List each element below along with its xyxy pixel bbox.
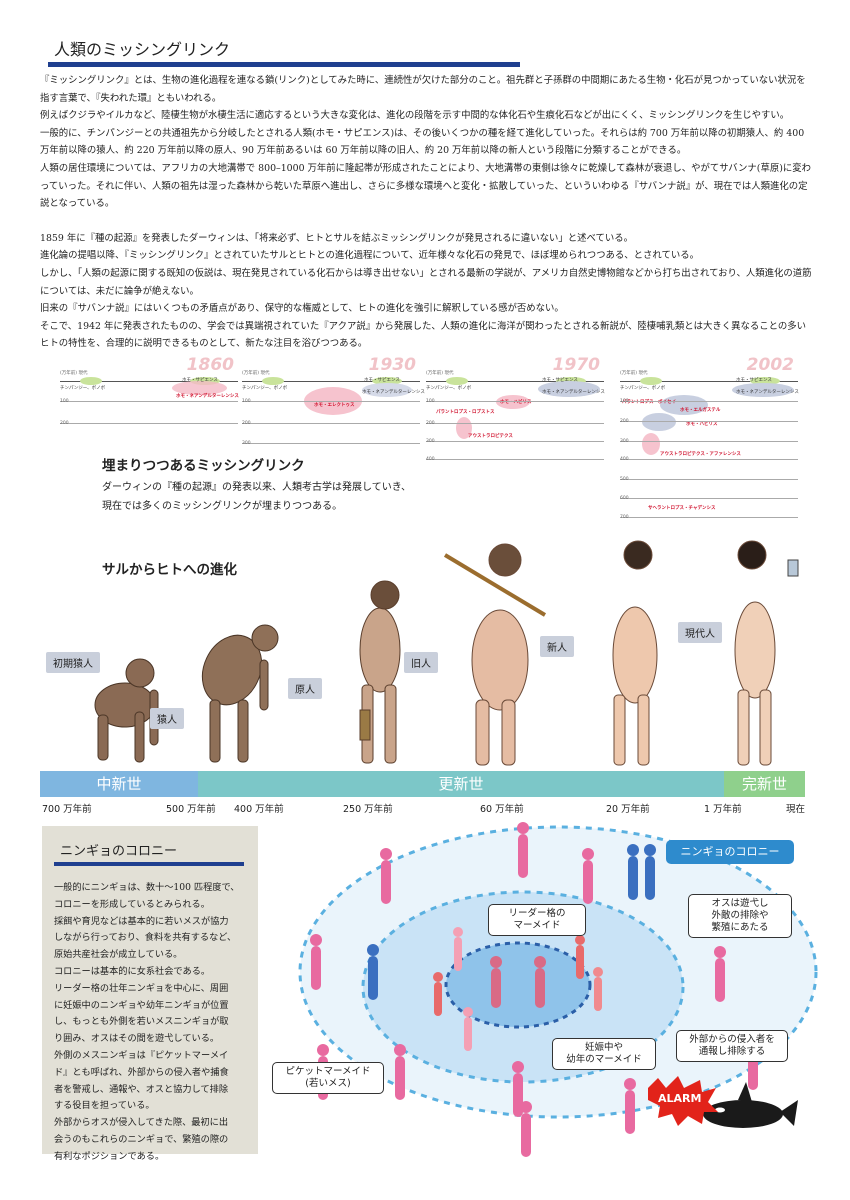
intro-paragraph: 旧来の『サバンナ説』にはいくつもの矛盾点があり、保守的な権威として、ヒトの進化を… bbox=[40, 303, 564, 315]
timeline-label: チンパンジー、ボノボ bbox=[242, 386, 288, 391]
timeline-label: ホモ・ネアンデルターレンシス bbox=[542, 390, 605, 395]
epoch-bar: 中新世 更新世 完新世 bbox=[40, 771, 805, 797]
epoch-pleistocene: 更新世 bbox=[198, 771, 724, 797]
early-ape-figure bbox=[94, 658, 159, 763]
timeline-scale: (万年前) 現代 bbox=[60, 371, 88, 376]
early-homo-sapiens-figure bbox=[612, 540, 658, 766]
section-header: 人類のミッシングリンク bbox=[48, 40, 520, 67]
timeline-label: チンパンジー、ボノボ bbox=[426, 386, 472, 391]
epoch-holocene: 完新世 bbox=[724, 771, 805, 797]
intro-paragraph: 『ミッシングリンク』とは、生物の進化過程を連なる鎖(リンク)としてみた時に、連続… bbox=[40, 75, 806, 104]
timeline-label: ホモ・エルガステル bbox=[680, 408, 721, 413]
stage-label-homo-erectus: 原人 bbox=[288, 678, 322, 699]
timeline-label: パラントロプス・ロブストス bbox=[436, 410, 495, 415]
timeline-1860: 1860 (万年前) 現代 チンパンジー、ボノボ ホモ・サピエンス ホモ・ネアン… bbox=[60, 355, 239, 426]
modern-human-figure bbox=[734, 540, 799, 766]
timeline-label: サヘラントロプス・チャデンシス bbox=[648, 506, 716, 511]
timeline-2002: 2002 (万年前) 現代 チンパンジー、ボノボ ホモ・サピエンス ホモ・ネアン… bbox=[620, 355, 799, 520]
timeline-year: 1860 bbox=[186, 355, 234, 375]
timeline-scale: (万年前) 現代 bbox=[426, 371, 454, 376]
timeline-year: 1970 bbox=[552, 355, 600, 375]
buried-title: 埋まりつつあるミッシングリンク bbox=[102, 458, 305, 474]
timeline-year: 2002 bbox=[746, 355, 794, 375]
note-male: オスは遊弋し 外敵の排除や 繁殖にあたる bbox=[688, 894, 792, 938]
colony-text: 一般的にニンギョは、数十〜100 匹程度で、 コロニーを形成しているとみられる。… bbox=[54, 882, 240, 1162]
intro-text: 『ミッシングリンク』とは、生物の進化過程を連なる鎖(リンク)としてみた時に、連続… bbox=[40, 72, 812, 353]
timeline-label: ホモ・ネアンデルターレンシス bbox=[362, 390, 425, 395]
timeline-label: ホモ・ハビリス bbox=[500, 400, 532, 405]
stage-label-early-modern-human: 新人 bbox=[540, 636, 574, 657]
intro-paragraph: 進化論の提唱以降、『ミッシングリンク』とされていたサルとヒトとの進化過程について… bbox=[40, 250, 699, 262]
homo-erectus-figure bbox=[359, 580, 401, 764]
note-intruder: 外部からの侵入者を 通報し排除する bbox=[676, 1030, 788, 1062]
buried-text: ダーウィンの『種の起源』の発表以来、人類考古学は発展していき、 現在では多くのミ… bbox=[102, 482, 411, 512]
intro-paragraph: そこで、1942 年に発表されたものの、学会では異端視されていた『アクア説』から… bbox=[40, 320, 807, 350]
timeline-label: ホモ・ネアンデルターレンシス bbox=[736, 390, 799, 395]
human-figures bbox=[94, 540, 799, 766]
intro-paragraph: しかし、「人類の起源に関する既知の仮説は、現在発見されている化石からは導き出せな… bbox=[40, 267, 812, 297]
timeline-label: ホモ・サピエンス bbox=[736, 378, 772, 383]
epoch-miocene: 中新世 bbox=[40, 771, 198, 797]
timeline-scale: (万年前) 現代 bbox=[242, 371, 270, 376]
timeline-label: チンパンジー、ボノボ bbox=[60, 386, 106, 391]
title-underline bbox=[48, 62, 520, 67]
note-picket: ピケットマーメイド (若いメス) bbox=[272, 1062, 384, 1094]
alarm-burst bbox=[648, 1076, 718, 1126]
intro-paragraph: 例えばクジラやイルカなど、陸棲生物が水棲生活に適応するという大きな変化は、進化の… bbox=[40, 110, 790, 122]
timeline-label: ホモ・サピエンス bbox=[182, 378, 218, 383]
colony-sidebar: ニンギョのコロニー 一般的にニンギョは、数十〜100 匹程度で、 コロニーを形成… bbox=[42, 826, 258, 1162]
timeline-1930: 1930 (万年前) 現代 チンパンジー、ボノボ ホモ・サピエンス ホモ・ネアン… bbox=[242, 355, 425, 446]
timeline-label: チンパンジー、ボノボ bbox=[620, 386, 666, 391]
timeline-label: アウストラロピテクス・アファレンシス bbox=[660, 452, 741, 457]
timeline-label: ホモ・ハビリス bbox=[686, 422, 718, 427]
stage-label-archaic-human: 旧人 bbox=[404, 652, 438, 673]
neanderthal-figure bbox=[443, 543, 547, 766]
timeline-label: ホモ・サピエンス bbox=[542, 378, 578, 383]
ape-figure bbox=[201, 624, 279, 763]
timeline-year: 1930 bbox=[368, 355, 416, 375]
stage-label-australopith: 猿人 bbox=[150, 708, 184, 729]
colony-diagram-label: ニンギョのコロニー bbox=[666, 840, 794, 864]
note-young: 妊娠中や 幼年のマーメイド bbox=[552, 1038, 656, 1070]
intro-paragraph: 一般的に、チンパンジーとの共通祖先から分岐したとされる人類(ホモ・サピエンス)は… bbox=[40, 127, 805, 157]
colony-diagram: ニンギョのコロニー リーダー格の マーメイド オスは遊弋し 外敵の排除や 繁殖に… bbox=[268, 822, 828, 1162]
intro-paragraph: 人類の居住環境については、アフリカの大地溝帯で 800–1000 万年前に隆起帯… bbox=[40, 162, 812, 210]
timeline-1970: 1970 (万年前) 現代 チンパンジー、ボノボ ホモ・サピエンス ホモ・ネアン… bbox=[426, 355, 605, 462]
colony-title: ニンギョのコロニー bbox=[60, 844, 178, 859]
alarm-label: ALARM bbox=[658, 1092, 702, 1105]
timeline-scale: (万年前) 現代 bbox=[620, 371, 648, 376]
colony-rings bbox=[298, 822, 818, 1157]
page-title: 人類のミッシングリンク bbox=[54, 40, 231, 59]
mermaid-figures bbox=[310, 822, 759, 1157]
colony-underline bbox=[54, 862, 244, 866]
orca-icon bbox=[703, 1082, 798, 1128]
stage-label-modern-human: 現代人 bbox=[678, 622, 722, 643]
timeline-label: パラントロプス・ボイセイ bbox=[622, 400, 676, 405]
note-leader: リーダー格の マーメイド bbox=[488, 904, 586, 936]
timeline-label: ホモ・ネアンデルターレンシス bbox=[176, 394, 239, 399]
stage-label-early-hominin: 初期猿人 bbox=[46, 652, 100, 673]
evolution-title: サルからヒトへの進化 bbox=[102, 562, 237, 578]
intro-paragraph: 1859 年に『種の起源』を発表したダーウィンは、「将来必ず、ヒトとサルを結ぶミ… bbox=[40, 232, 633, 244]
timeline-label: ホモ・サピエンス bbox=[364, 378, 400, 383]
timeline-label: アウストラロピテクス bbox=[468, 434, 513, 439]
evolution-illustration: 初期猿人 猿人 原人 旧人 新人 現代人 中新世 更新世 完新世 700 万年前… bbox=[40, 540, 810, 815]
timeline-label: ホモ・エレクトゥス bbox=[314, 403, 355, 408]
